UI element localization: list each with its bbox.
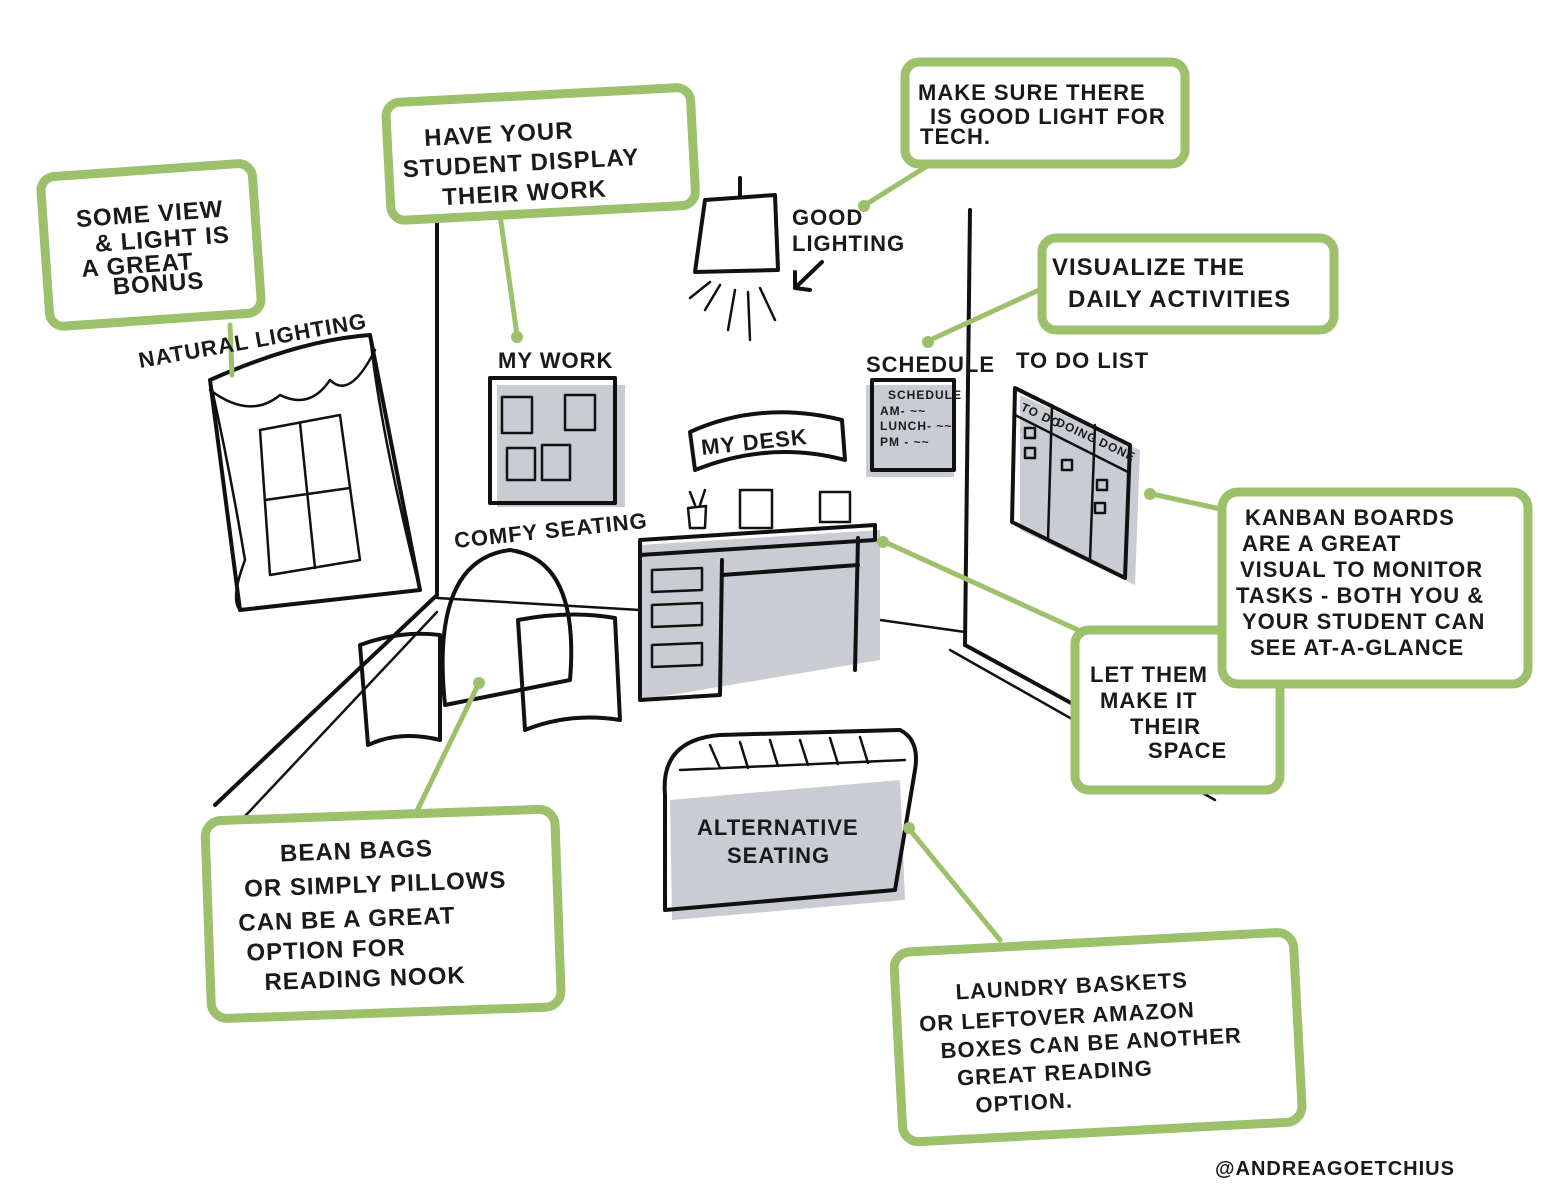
callout-laundry: LAUNDRY BASKETSOR LEFTOVER AMAZONBOXES C… bbox=[889, 928, 1307, 1147]
label-good-lighting: LIGHTING bbox=[792, 231, 905, 256]
schedule-board-title: SCHEDULE bbox=[888, 388, 962, 402]
callout-view: SOME VIEW& LIGHT ISA GREATBONUS bbox=[36, 159, 266, 331]
callout-line: SPACE bbox=[1148, 738, 1227, 763]
laundry-basket bbox=[662, 728, 918, 920]
window-with-curtains bbox=[208, 333, 422, 612]
desk bbox=[638, 410, 880, 702]
signature: @ANDREAGOETCHIUS bbox=[1215, 1158, 1455, 1180]
label-alternative-seating: SEATING bbox=[727, 843, 830, 868]
kanban-board: TO DO DOING DONE bbox=[1010, 386, 1140, 585]
label-schedule: SCHEDULE bbox=[866, 352, 995, 377]
callout-line: LET THEM bbox=[1090, 662, 1208, 687]
callout-line: OPTION FOR bbox=[246, 934, 406, 967]
label-good-lighting: GOOD bbox=[792, 205, 863, 230]
callout-line: IS GOOD LIGHT FOR bbox=[930, 104, 1166, 129]
callout-line: BEAN BAGS bbox=[280, 835, 434, 867]
callout-line: MAKE SURE THERE bbox=[918, 80, 1146, 105]
callout-line: ARE A GREAT bbox=[1242, 531, 1401, 556]
callout-display: HAVE YOURSTUDENT DISPLAYTHEIR WORK bbox=[381, 83, 700, 225]
bean-bag-and-pillows bbox=[358, 548, 622, 747]
callout-line: VISUAL TO MONITOR bbox=[1240, 557, 1483, 582]
schedule-board: SCHEDULE AM- ~~ LUNCH- ~~ PM - ~~ bbox=[866, 378, 962, 477]
schedule-row: LUNCH- ~~ bbox=[880, 419, 952, 433]
callout-line: TASKS - BOTH YOU & bbox=[1236, 583, 1484, 608]
work-display-board bbox=[488, 376, 625, 507]
callout-line: DAILY ACTIVITIES bbox=[1068, 286, 1291, 313]
callout-line: SEE AT-A-GLANCE bbox=[1250, 635, 1464, 660]
callout-line: YOUR STUDENT CAN bbox=[1242, 609, 1485, 634]
pendant-lamp-icon bbox=[688, 176, 824, 342]
callout-line: KANBAN BOARDS bbox=[1245, 505, 1455, 530]
label-alternative-seating: ALTERNATIVE bbox=[697, 815, 859, 840]
callout-line: MAKE IT bbox=[1100, 688, 1197, 713]
label-to-do-list: TO DO LIST bbox=[1016, 348, 1149, 373]
callout-line: BONUS bbox=[112, 267, 205, 300]
callout-bean-bags: BEAN BAGSOR SIMPLY PILLOWSCAN BE A GREAT… bbox=[200, 804, 566, 1023]
callout-line: VISUALIZE THE bbox=[1052, 254, 1245, 281]
callout-line: TECH. bbox=[920, 124, 991, 149]
callout-visualize: VISUALIZE THE DAILY ACTIVITIES bbox=[1037, 233, 1339, 335]
schedule-row: PM - ~~ bbox=[880, 435, 930, 449]
schedule-row: AM- ~~ bbox=[880, 404, 926, 418]
label-comfy-seating: COMFY SEATING bbox=[453, 508, 649, 553]
callout-line: OPTION. bbox=[975, 1088, 1074, 1118]
callout-line: THEIR bbox=[1130, 714, 1201, 739]
label-my-work: MY WORK bbox=[498, 348, 613, 373]
